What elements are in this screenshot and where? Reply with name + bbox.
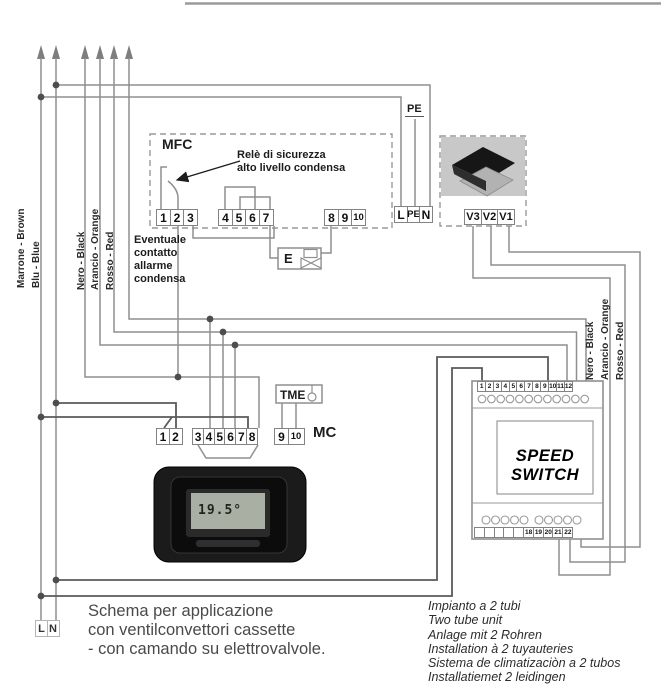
wire-N-to-ss8 (56, 356, 549, 581)
mfc-terminal-block-123: 1 2 3 (156, 209, 198, 226)
mfc-terminal-block-4567: 4 5 6 7 (218, 209, 274, 226)
terminal-cell: 8 (245, 428, 259, 445)
terminal-cell: 2 (168, 428, 183, 445)
terminal-cell: 12 (563, 381, 574, 392)
valve-E-box (277, 247, 322, 270)
cassette-dashed-box (439, 135, 527, 227)
wires-dark (41, 356, 549, 597)
mc-terminal-block-12: 1 2 (156, 428, 183, 445)
junction-dots (37, 81, 239, 600)
wire-thermostat-3-8 (197, 444, 259, 459)
wire-alarm-bus (84, 58, 260, 428)
cassette-unit-photo (441, 137, 525, 197)
terminal-cell: 10 (351, 209, 366, 226)
wire-rosso-bus (128, 58, 587, 381)
wires-light (40, 58, 641, 620)
label-marrone-brown: Marrone - Brown (16, 208, 27, 288)
label-blu-blue: Blu - Blue (31, 241, 42, 288)
label-nero-black-left: Nero - Black (76, 231, 87, 290)
relay-note-arrow (175, 160, 241, 183)
mains-ln-block: L N (35, 620, 60, 637)
speed-switch-top-terminals: 1 2 3 4 5 6 7 8 9 10 11 12 (477, 381, 574, 392)
relay-note: Relè di sicurezza alto livello condensa (237, 149, 345, 175)
terminal-cell: 5 (231, 209, 247, 226)
tme-label: TME (280, 388, 306, 402)
wire-L-to-ss1 (41, 367, 483, 597)
label-nero-black-right: Nero - Black (585, 321, 596, 380)
speed-switch-bottom-terminals: 18 19 20 21 22 (474, 527, 574, 538)
valve-label: E (284, 251, 293, 266)
tme-box (275, 384, 323, 404)
probe-icon (307, 392, 317, 402)
thermostat-photo (153, 466, 307, 563)
alarm-note: Eventuale contatto allarme condensa (134, 234, 186, 285)
cassette-terminal-block: V3 V2 V1 (464, 209, 515, 225)
valve-body-icon (300, 257, 322, 269)
label-rosso-red-right: Rosso - Red (615, 321, 626, 380)
wire-valve-right (321, 226, 332, 254)
mains-terminal-block-lpen: L PE N (394, 206, 433, 223)
mc-terminal-block-910: 9 10 (274, 428, 305, 445)
mc-terminal-block-345678: 3 4 5 6 7 8 (192, 428, 259, 445)
label-arancio-orange-right: Arancio - Orange (600, 298, 611, 380)
thermostat-lcd (191, 493, 265, 529)
wire-bridge-4-6 (224, 186, 256, 209)
wire-bridge-3-7 (192, 226, 275, 239)
speed-switch-label: SPEED SWITCH (510, 447, 580, 484)
wire-bridge-5-7 (239, 196, 271, 209)
relay-note-line2: alto livello condensa (237, 162, 346, 174)
pe-label: PE (405, 103, 424, 117)
terminal-cell: 22 (562, 527, 574, 538)
terminal-cell: 7 (258, 209, 274, 226)
label-arancio-orange-left: Arancio - Orange (90, 208, 101, 290)
supply-arrows (37, 45, 133, 59)
wire-relay-stub (160, 166, 167, 209)
speed-switch-body (471, 380, 604, 540)
mfc-dashed-box (149, 133, 393, 229)
thermostat-lcd-value: 19.5° (198, 503, 243, 518)
wire-L-to-mfc (41, 96, 402, 206)
wire-v1-to-22 (508, 226, 641, 548)
wire-v3-to-20 (472, 226, 611, 576)
terminal-cell: 3 (183, 209, 198, 226)
terminal-screws-bottom (481, 515, 582, 525)
caption-text: Schema per applicazione con ventilconvet… (88, 602, 326, 659)
wire-arancio-bus (113, 58, 578, 381)
terminal-cell: 6 (245, 209, 260, 226)
mfc-terminal-block-8910: 8 9 10 (324, 209, 366, 226)
system-type-notes: Impianto a 2 tubi Two tube unit Anlage m… (428, 599, 621, 685)
wire-valve-left (269, 226, 278, 259)
wire-nero-bus (99, 58, 568, 381)
valve-coil-icon (303, 248, 318, 259)
terminal-cell: V3 (464, 209, 482, 225)
wire-N-to-mc2 (56, 402, 177, 428)
mfc-title: MFC (162, 136, 193, 152)
terminal-screws-top (477, 394, 590, 404)
wire-relay-blade (167, 180, 179, 209)
wire-N-to-mfc (56, 84, 431, 206)
terminal-cell: N (419, 206, 433, 223)
terminal-cell: 10 (287, 428, 305, 445)
wire-v2-to-21 (490, 226, 626, 563)
wire-L-to-mc7 (41, 416, 249, 428)
terminal-cell: 1 (156, 209, 171, 226)
thermostat-buttons (196, 540, 260, 547)
wire-mc1-diagonal (163, 416, 173, 429)
label-rosso-red-left: Rosso - Red (105, 231, 116, 290)
relay-note-line1: Relè di sicurezza (237, 149, 326, 161)
mains-n-terminal: N (46, 620, 60, 637)
terminal-cell: V2 (480, 209, 499, 225)
mc-label: MC (313, 424, 337, 441)
terminal-cell: V1 (497, 209, 515, 225)
